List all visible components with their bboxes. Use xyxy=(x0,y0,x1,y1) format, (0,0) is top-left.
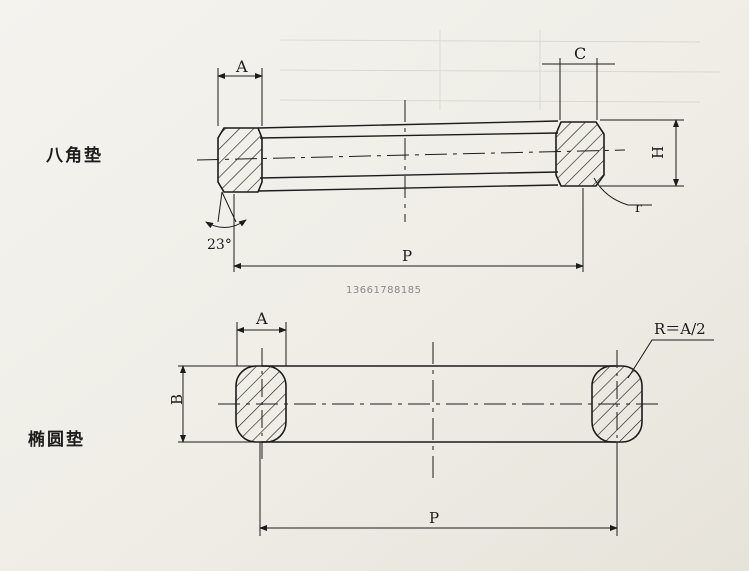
dim-B-label: B xyxy=(168,394,186,405)
dim-R-label: R＝A/2 xyxy=(654,320,706,338)
show-through xyxy=(279,30,721,110)
leader-R xyxy=(627,339,714,379)
angle-arc xyxy=(205,219,247,229)
leader-r xyxy=(593,177,652,206)
dim-P-label-octagonal: P xyxy=(402,247,412,265)
oval-gasket xyxy=(178,322,714,536)
oval-gasket-title: 椭圆垫 xyxy=(28,430,85,450)
octagonal-right-section xyxy=(555,121,605,187)
dim-r-label: r xyxy=(635,200,642,216)
watermark-phone: 13661788185 xyxy=(346,285,422,296)
dim-C-label: C xyxy=(574,44,586,63)
dim-H-label: H xyxy=(649,146,667,159)
octagonal-gasket-title: 八角垫 xyxy=(46,146,103,166)
octagonal-left-section xyxy=(217,127,263,193)
octagonal-center-axis xyxy=(196,149,626,161)
dim-P-label-oval: P xyxy=(429,509,439,527)
octagonal-gasket xyxy=(196,58,684,272)
dim-A-label-octagonal: A xyxy=(235,57,248,76)
dim-angle-label: 23° xyxy=(207,237,232,253)
dim-A-label-oval: A xyxy=(255,309,268,328)
